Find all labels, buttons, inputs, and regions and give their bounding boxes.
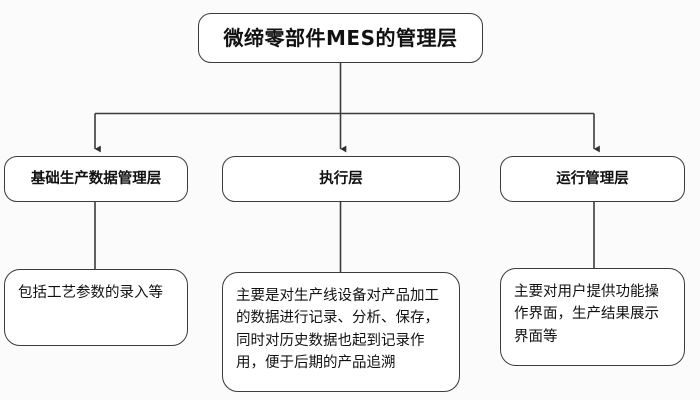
layer-node-execution[interactable]: 执行层: [222, 156, 460, 202]
description-node-basic-production-data[interactable]: 包括工艺参数的录入等: [4, 269, 188, 346]
layer-node-basic-production-data[interactable]: 基础生产数据管理层: [4, 156, 188, 202]
layer-node-label: 运行管理层: [556, 170, 629, 187]
root-node-label: 微缔零部件MES的管理层: [223, 26, 458, 50]
layer-node-operation-management[interactable]: 运行管理层: [500, 156, 685, 202]
root-node-mes-management-layer[interactable]: 微缔零部件MES的管理层: [198, 13, 483, 63]
description-node-operation-management[interactable]: 主要对用户提供功能操作界面，生产结果展示界面等: [500, 268, 685, 366]
description-node-text: 主要是对生产线设备对产品加工的数据进行记录、分析、保存，同时对历史数据也起到记录…: [236, 288, 439, 372]
description-node-text: 主要对用户提供功能操作界面，生产结果展示界面等: [514, 284, 659, 345]
layer-node-label: 基础生产数据管理层: [30, 170, 162, 187]
description-node-execution[interactable]: 主要是对生产线设备对产品加工的数据进行记录、分析、保存，同时对历史数据也起到记录…: [222, 272, 460, 392]
description-node-text: 包括工艺参数的录入等: [18, 285, 163, 301]
layer-node-label: 执行层: [319, 170, 363, 187]
